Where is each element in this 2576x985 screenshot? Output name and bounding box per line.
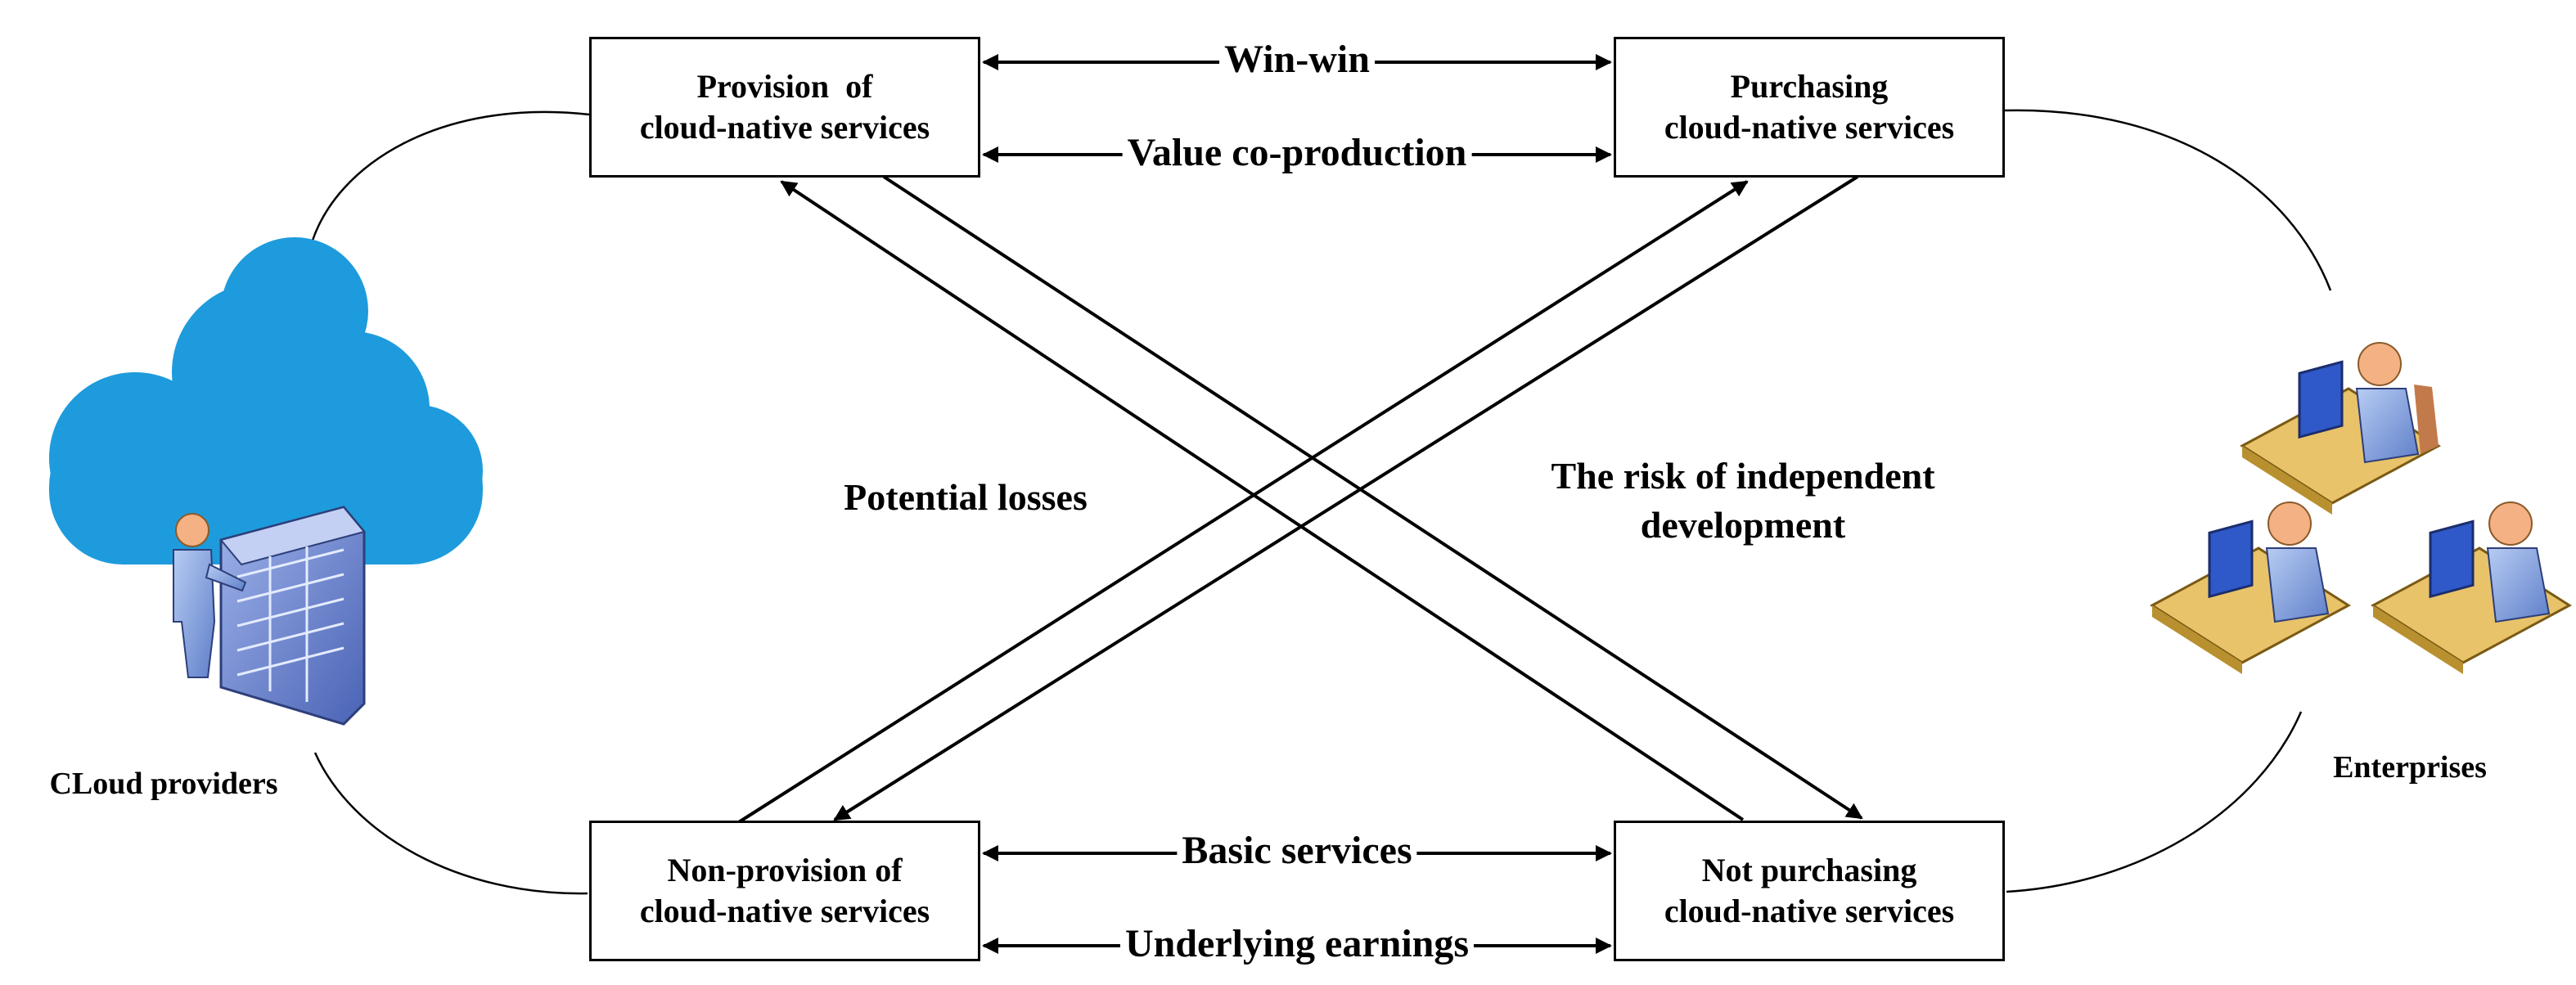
node-non-provision: Non-provision of cloud-native services [589, 821, 980, 961]
right-upper-arc [2004, 109, 2332, 291]
edge-label-value-coproduction: Value co-production [1122, 131, 1472, 175]
edge-label-basic-services: Basic services [1177, 829, 1417, 873]
office-workers-icon [2150, 342, 2572, 674]
diagonal-to-not-purchasing [882, 175, 1863, 820]
annotation-risk-line1: The risk of independent [1551, 455, 1935, 497]
node-not-purchasing-line1: Not purchasing [1701, 852, 1917, 888]
node-provision-line1: Provision of [696, 68, 873, 105]
node-non-provision-line1: Non-provision of [667, 852, 903, 888]
diagonal-to-provision [780, 180, 1745, 821]
label-cloud-providers: CLoud providers [49, 767, 278, 801]
edge-label-underlying-earnings: Underlying earnings [1119, 922, 1475, 966]
node-not-purchasing-line2: cloud-native services [1664, 893, 1955, 929]
edge-label-win-win: Win-win [1219, 38, 1375, 82]
annotation-potential-losses: Potential losses [844, 476, 1088, 518]
left-lower-arc [313, 752, 588, 895]
node-purchasing-line2: cloud-native services [1664, 109, 1955, 146]
node-provision-line2: cloud-native services [639, 109, 930, 146]
diagonal-to-non-provision [833, 175, 1859, 821]
node-non-provision-line2: cloud-native services [639, 893, 930, 929]
worker-top [2240, 342, 2441, 515]
node-purchasing-line1: Purchasing [1730, 68, 1889, 105]
label-enterprises: Enterprises [2333, 750, 2487, 785]
cloud-shape [49, 237, 483, 564]
annotation-risk-line2: development [1640, 504, 1846, 546]
annotation-risk: The risk of independent development [1546, 452, 1939, 550]
left-upper-arc [309, 110, 590, 246]
server-rack [219, 506, 366, 726]
worker-left [2150, 501, 2351, 674]
worker-right [2371, 501, 2572, 674]
cloud-server-icon [49, 237, 483, 726]
technician-figure [173, 513, 247, 678]
diagonal-to-purchasing [733, 180, 1749, 826]
node-purchasing: Purchasing cloud-native services [1614, 37, 2005, 178]
node-provision: Provision of cloud-native services [589, 37, 980, 178]
node-not-purchasing: Not purchasing cloud-native services [1614, 821, 2005, 961]
right-lower-arc [2006, 711, 2303, 893]
